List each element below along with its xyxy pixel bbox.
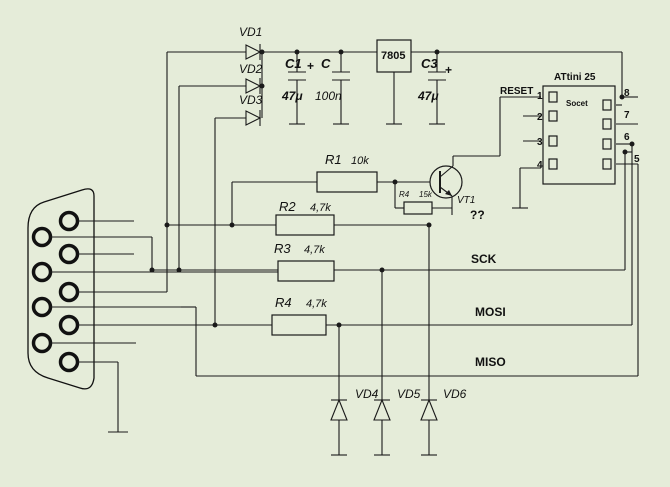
label-c: C: [321, 56, 331, 71]
label-mosi: MOSI: [475, 305, 506, 319]
resistor-r3: [277, 260, 335, 282]
label-pin-8: 8: [624, 88, 630, 99]
db9-pin-3: [58, 281, 80, 303]
label-c3: C3: [421, 56, 438, 71]
chip-pin-6: [602, 138, 612, 150]
resistor-r1: [316, 171, 378, 193]
label-r1-value: 10k: [351, 155, 369, 167]
label-vt1: VT1: [457, 195, 475, 206]
junctions: [149, 49, 635, 328]
label-vd4: VD4: [355, 387, 379, 401]
db9-pin-1: [58, 210, 80, 232]
diode-vd5: [373, 398, 391, 421]
label-pin-6: 6: [624, 132, 630, 143]
label-unknown: ??: [470, 208, 485, 222]
label-pin-3: 3: [537, 137, 543, 148]
resistor-r4-small: [403, 201, 433, 215]
label-pin-4: 4: [537, 160, 543, 171]
db9-pin-9: [31, 332, 53, 354]
db9-pin-7: [31, 261, 53, 283]
diode-vd1: [245, 44, 262, 60]
chip-pin-8: [602, 99, 612, 111]
label-vd2: VD2: [239, 62, 263, 76]
capacitor-c1: [288, 71, 306, 81]
diode-vd3: [245, 110, 262, 126]
label-c1-value: 47μ: [281, 89, 303, 103]
db9-pin-5: [58, 351, 80, 373]
label-r3-value: 4,7k: [304, 244, 325, 256]
chip-pin-4: [548, 158, 558, 170]
capacitor-c: [332, 71, 350, 81]
resistor-r2: [275, 214, 335, 236]
label-r4-small: R4: [399, 190, 410, 199]
label-7805: 7805: [381, 50, 405, 62]
wires: [50, 51, 639, 456]
label-c3-plus: +: [445, 63, 452, 77]
label-vd1: VD1: [239, 25, 262, 39]
chip-pin-2: [548, 110, 558, 122]
chip-pin-3: [548, 135, 558, 147]
label-vd3: VD3: [239, 93, 263, 107]
label-c-value: 100n: [315, 89, 342, 103]
label-r3: R3: [274, 241, 291, 256]
labels: VD1 VD2 VD3 C1 + 47μ C 100n 7805 C3 + 47…: [239, 25, 640, 401]
label-r2: R2: [279, 199, 296, 214]
chip-attiny25: [542, 85, 616, 185]
label-miso: MISO: [475, 355, 506, 369]
label-pin-7: 7: [624, 110, 630, 121]
db9-connector: [27, 188, 95, 390]
label-chip-socket: Socet: [566, 99, 588, 108]
label-c1: C1: [285, 56, 302, 71]
label-reset: RESET: [500, 86, 533, 97]
label-c1-plus: +: [307, 59, 314, 73]
label-r2-value: 4,7k: [310, 202, 331, 214]
capacitor-c3: [428, 71, 446, 81]
label-vd6: VD6: [443, 387, 467, 401]
diode-vd6: [420, 398, 438, 421]
chip-pin-1: [548, 91, 558, 103]
label-c3-value: 47μ: [417, 89, 439, 103]
transistor-vt1: [429, 156, 463, 199]
label-r1: R1: [325, 152, 342, 167]
label-pin-5: 5: [634, 154, 640, 165]
db9-pin-6: [31, 226, 53, 248]
chip-pin-5: [602, 158, 612, 170]
regulator-7805: [376, 39, 412, 73]
label-r4: R4: [275, 295, 292, 310]
db9-pin-2: [58, 243, 80, 265]
label-r4-value: 4,7k: [306, 298, 327, 310]
resistor-r4: [271, 314, 327, 336]
chip-pin-7: [602, 118, 612, 130]
label-vd5: VD5: [397, 387, 421, 401]
label-sck: SCK: [471, 252, 497, 266]
label-pin-1: 1: [537, 91, 543, 102]
label-chip-name: ATtini 25: [554, 72, 596, 83]
label-pin-2: 2: [537, 112, 543, 123]
diode-vd4: [330, 398, 348, 421]
db9-pin-8: [31, 296, 53, 318]
diode-vd2: [245, 78, 262, 94]
db9-pin-4: [58, 314, 80, 336]
label-r4-small-value: 15k: [419, 190, 433, 199]
